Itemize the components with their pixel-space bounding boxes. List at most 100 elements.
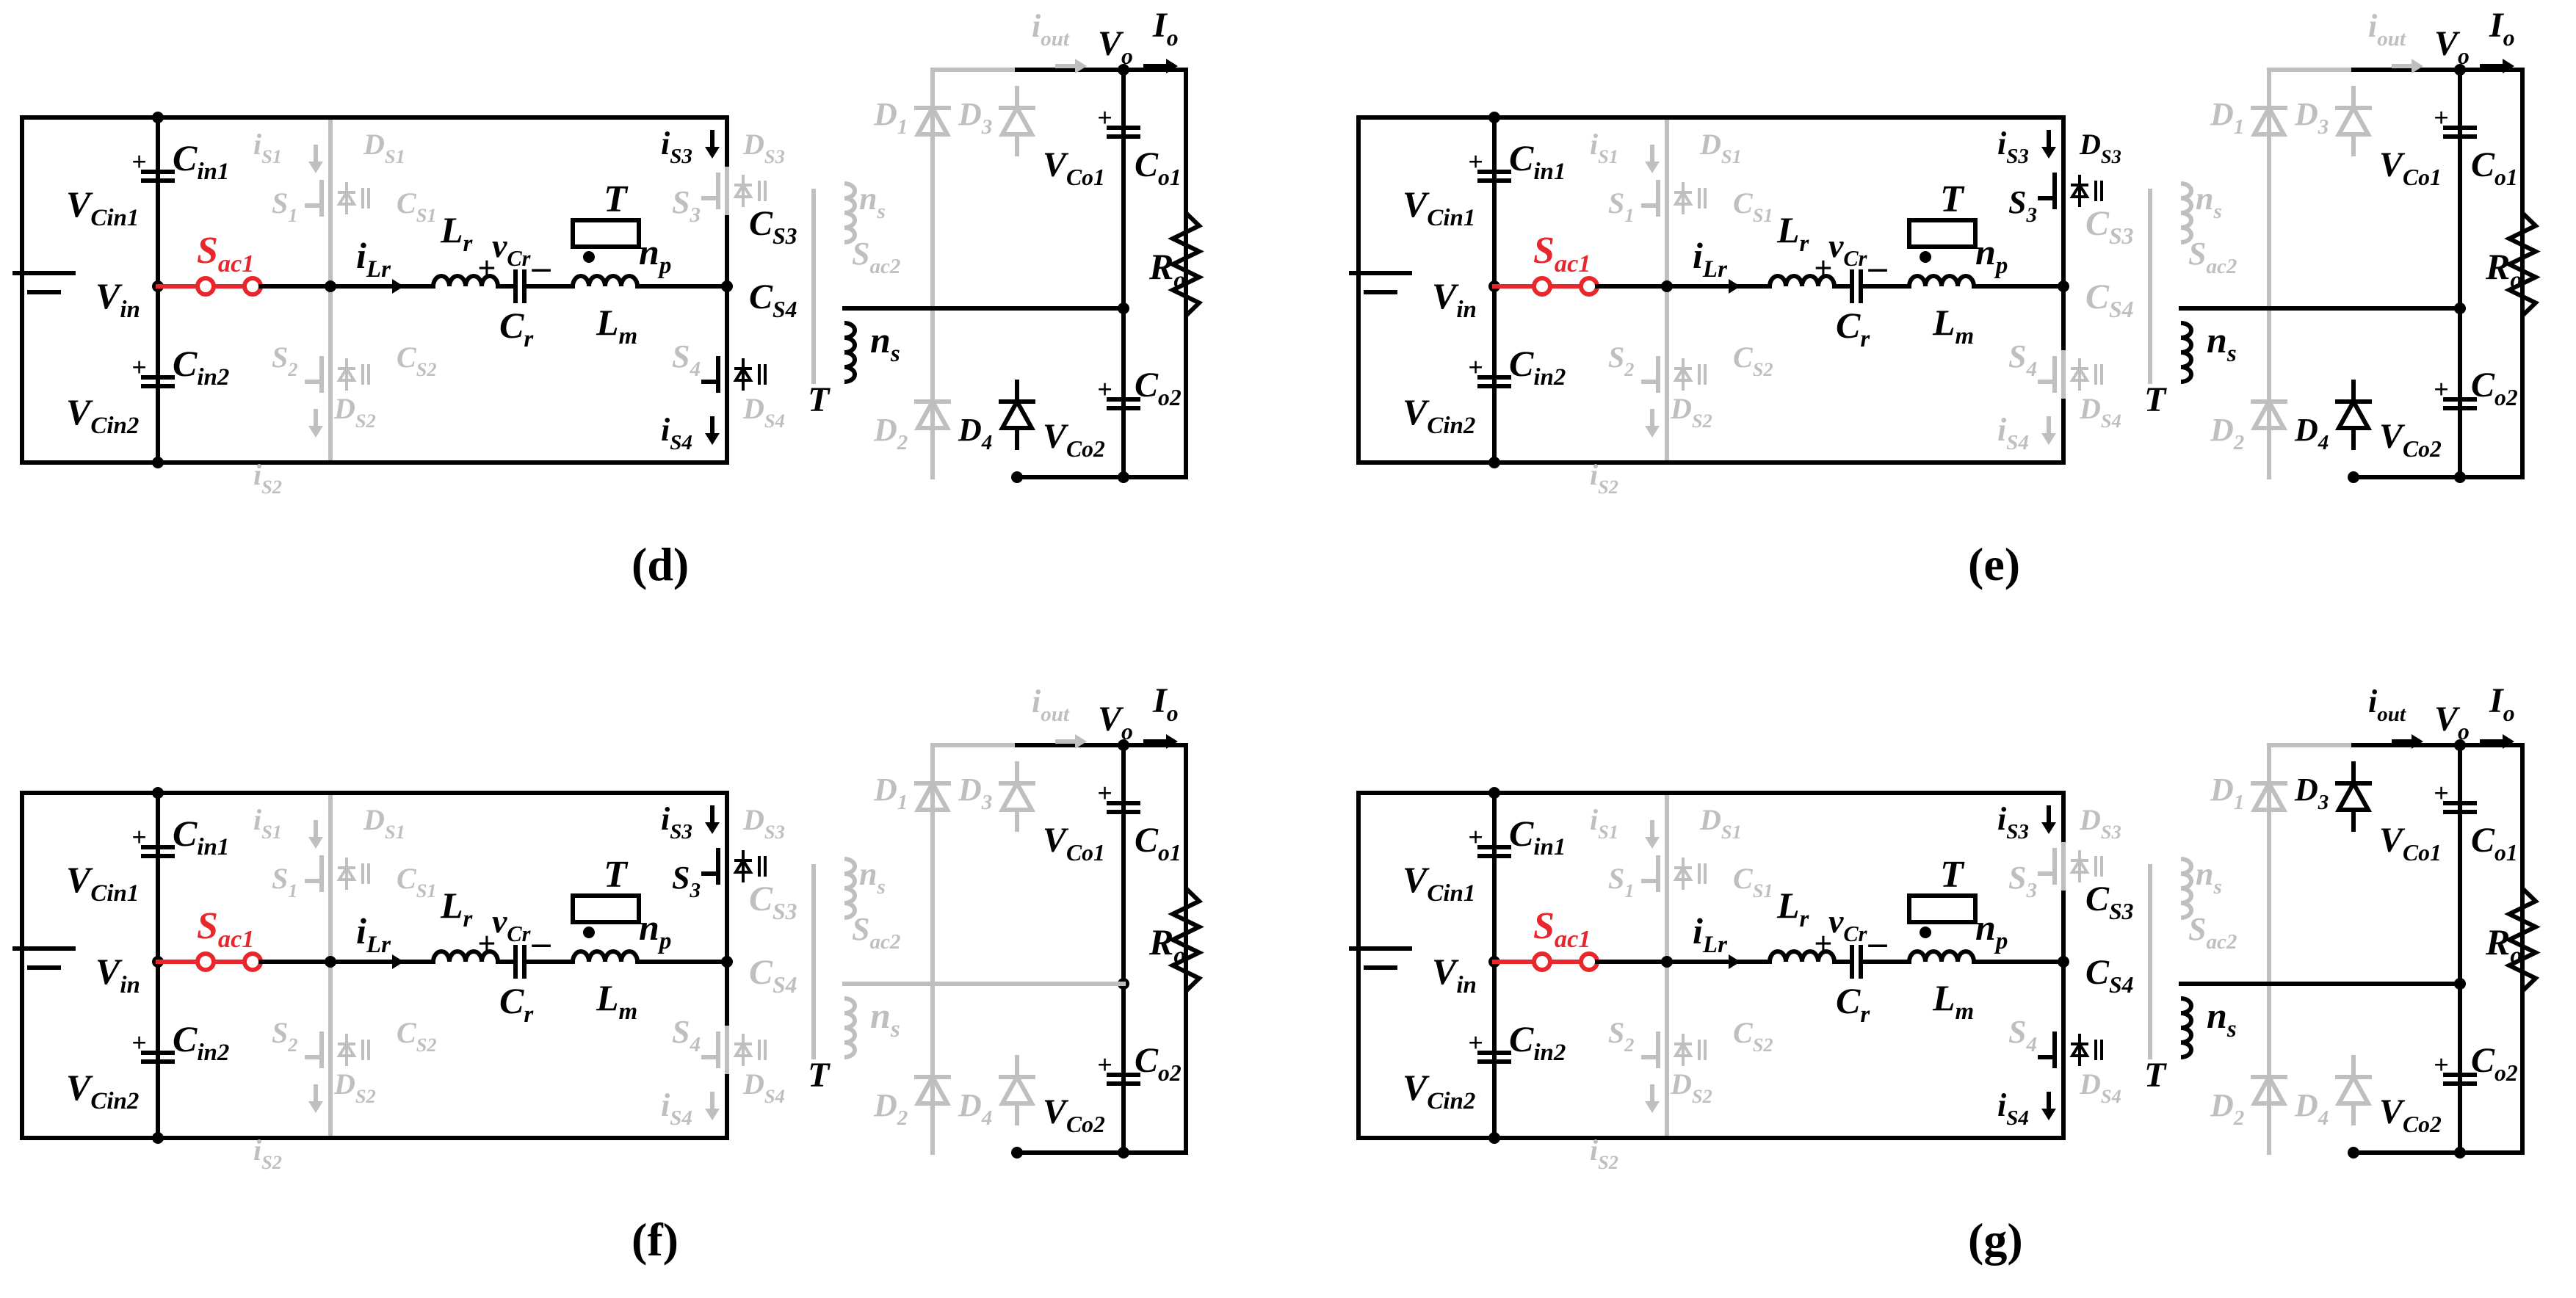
panel-caption: (g) — [1968, 1214, 2023, 1266]
arrow-head — [308, 1101, 323, 1113]
ns-upper-winding — [844, 857, 857, 920]
s3-mosfet — [2038, 167, 2103, 215]
label-is3: iS3 — [1997, 801, 2029, 844]
arrow-head — [1729, 279, 1740, 294]
label-vco1: VCo1 — [2379, 145, 2442, 190]
label-s4: S4 — [2008, 338, 2037, 381]
label-is1: iS1 — [253, 803, 282, 843]
junction-dot — [1118, 739, 1129, 751]
label-ds3: DS3 — [742, 803, 785, 843]
lr-inductor — [1768, 274, 1837, 287]
label-s4: S4 — [672, 1014, 701, 1056]
junction-dot — [2058, 280, 2069, 292]
iout-arrow — [2392, 59, 2423, 73]
label-cs4: CS4 — [2085, 278, 2133, 322]
label-vco2: VCo2 — [1043, 1092, 1105, 1137]
input-battery — [12, 791, 160, 1140]
label-cr: Cr — [499, 980, 534, 1028]
label-ds1: DS1 — [363, 803, 405, 843]
label-cs2: CS2 — [397, 1016, 437, 1056]
plus-sign: + — [131, 352, 147, 382]
label-cs1: CS1 — [1733, 862, 1773, 902]
label-co1: Co1 — [2471, 821, 2518, 866]
coil — [571, 274, 640, 287]
label-s4: S4 — [2008, 1014, 2037, 1056]
junction-dot — [1118, 1147, 1129, 1159]
is2-arrow — [308, 1084, 323, 1113]
d3-diode — [2334, 761, 2373, 832]
coil — [431, 949, 500, 962]
label-t: T — [808, 1056, 831, 1095]
lr-inductor — [431, 274, 500, 287]
label-ilr: iLr — [1693, 910, 1728, 958]
label-vcr: vCr — [492, 227, 532, 271]
junction-dot — [2058, 956, 2069, 968]
label-ilr: iLr — [356, 235, 391, 283]
label-vin: Vin — [1432, 275, 1477, 323]
diode-body — [2250, 778, 2288, 812]
label-d3: D3 — [958, 96, 992, 139]
label-vo: Vo — [1098, 700, 1133, 744]
switch-contact — [242, 276, 263, 297]
load-resistor — [1168, 886, 1204, 993]
junction-dot — [1118, 471, 1129, 483]
lr-inductor — [1768, 949, 1837, 962]
arrow-head — [705, 822, 720, 834]
junction-dot — [2454, 1147, 2466, 1159]
label-is1: iS1 — [1590, 803, 1618, 843]
d2-diode — [2250, 1055, 2288, 1125]
label-d4: D4 — [2294, 1087, 2329, 1130]
label-vco2: VCo2 — [2379, 417, 2442, 462]
diode-body — [998, 103, 1036, 137]
s1-mosfet — [1641, 174, 1707, 222]
coil — [844, 857, 857, 920]
ns-lower-winding — [844, 321, 857, 384]
load-resistor — [2504, 886, 2541, 993]
d4-diode — [2334, 1055, 2373, 1125]
body-diode — [336, 865, 357, 881]
label-vcin1: VCin1 — [66, 859, 139, 907]
ns-upper-winding — [2180, 857, 2193, 920]
d3-diode — [998, 86, 1036, 156]
arrow-head — [1645, 426, 1660, 438]
label-d3: D3 — [2294, 772, 2329, 814]
label-s2: S2 — [272, 1016, 297, 1056]
label-d4: D4 — [2294, 412, 2329, 454]
label-sac1: Sac1 — [197, 905, 254, 953]
minus-sign: – — [532, 246, 551, 287]
label-io: Io — [1152, 6, 1179, 51]
junction-dot — [2454, 739, 2466, 751]
label-t: T — [808, 380, 831, 419]
sac1-ac-switch — [156, 276, 333, 297]
coil — [431, 274, 500, 287]
label-is1: iS1 — [1590, 128, 1618, 167]
label-ds3: DS3 — [2079, 803, 2121, 843]
label-ds2: DS2 — [333, 392, 376, 432]
label-cin1: Cin1 — [1509, 137, 1566, 185]
label-t: T — [604, 178, 629, 220]
label-t: T — [604, 854, 629, 896]
co1-capacitor: + — [1097, 778, 1140, 814]
label-np: np — [639, 907, 671, 954]
is2-arrow — [1645, 409, 1660, 438]
label-iout: iout — [1032, 8, 1070, 51]
label-io: Io — [2489, 681, 2515, 726]
junction-dot — [583, 251, 595, 263]
label-is2: iS2 — [1590, 458, 1618, 498]
arrow-head — [2041, 147, 2056, 159]
input-battery — [12, 115, 160, 465]
label-t: T — [1940, 854, 1965, 896]
plus-sign: + — [477, 926, 496, 962]
plus-sign: + — [1468, 1028, 1483, 1057]
label-is4: iS4 — [1997, 412, 2029, 454]
plus-sign: + — [2434, 103, 2449, 132]
plus-sign: + — [2434, 778, 2449, 808]
d2-diode — [913, 380, 952, 450]
ns-lower-winding — [2180, 321, 2193, 384]
co2-capacitor: + — [1097, 1050, 1140, 1086]
label-ds4: DS4 — [2079, 1067, 2121, 1107]
plus-sign: + — [1097, 103, 1112, 132]
plus-sign: + — [1468, 147, 1483, 176]
cin2-capacitor: + — [1468, 352, 1511, 388]
